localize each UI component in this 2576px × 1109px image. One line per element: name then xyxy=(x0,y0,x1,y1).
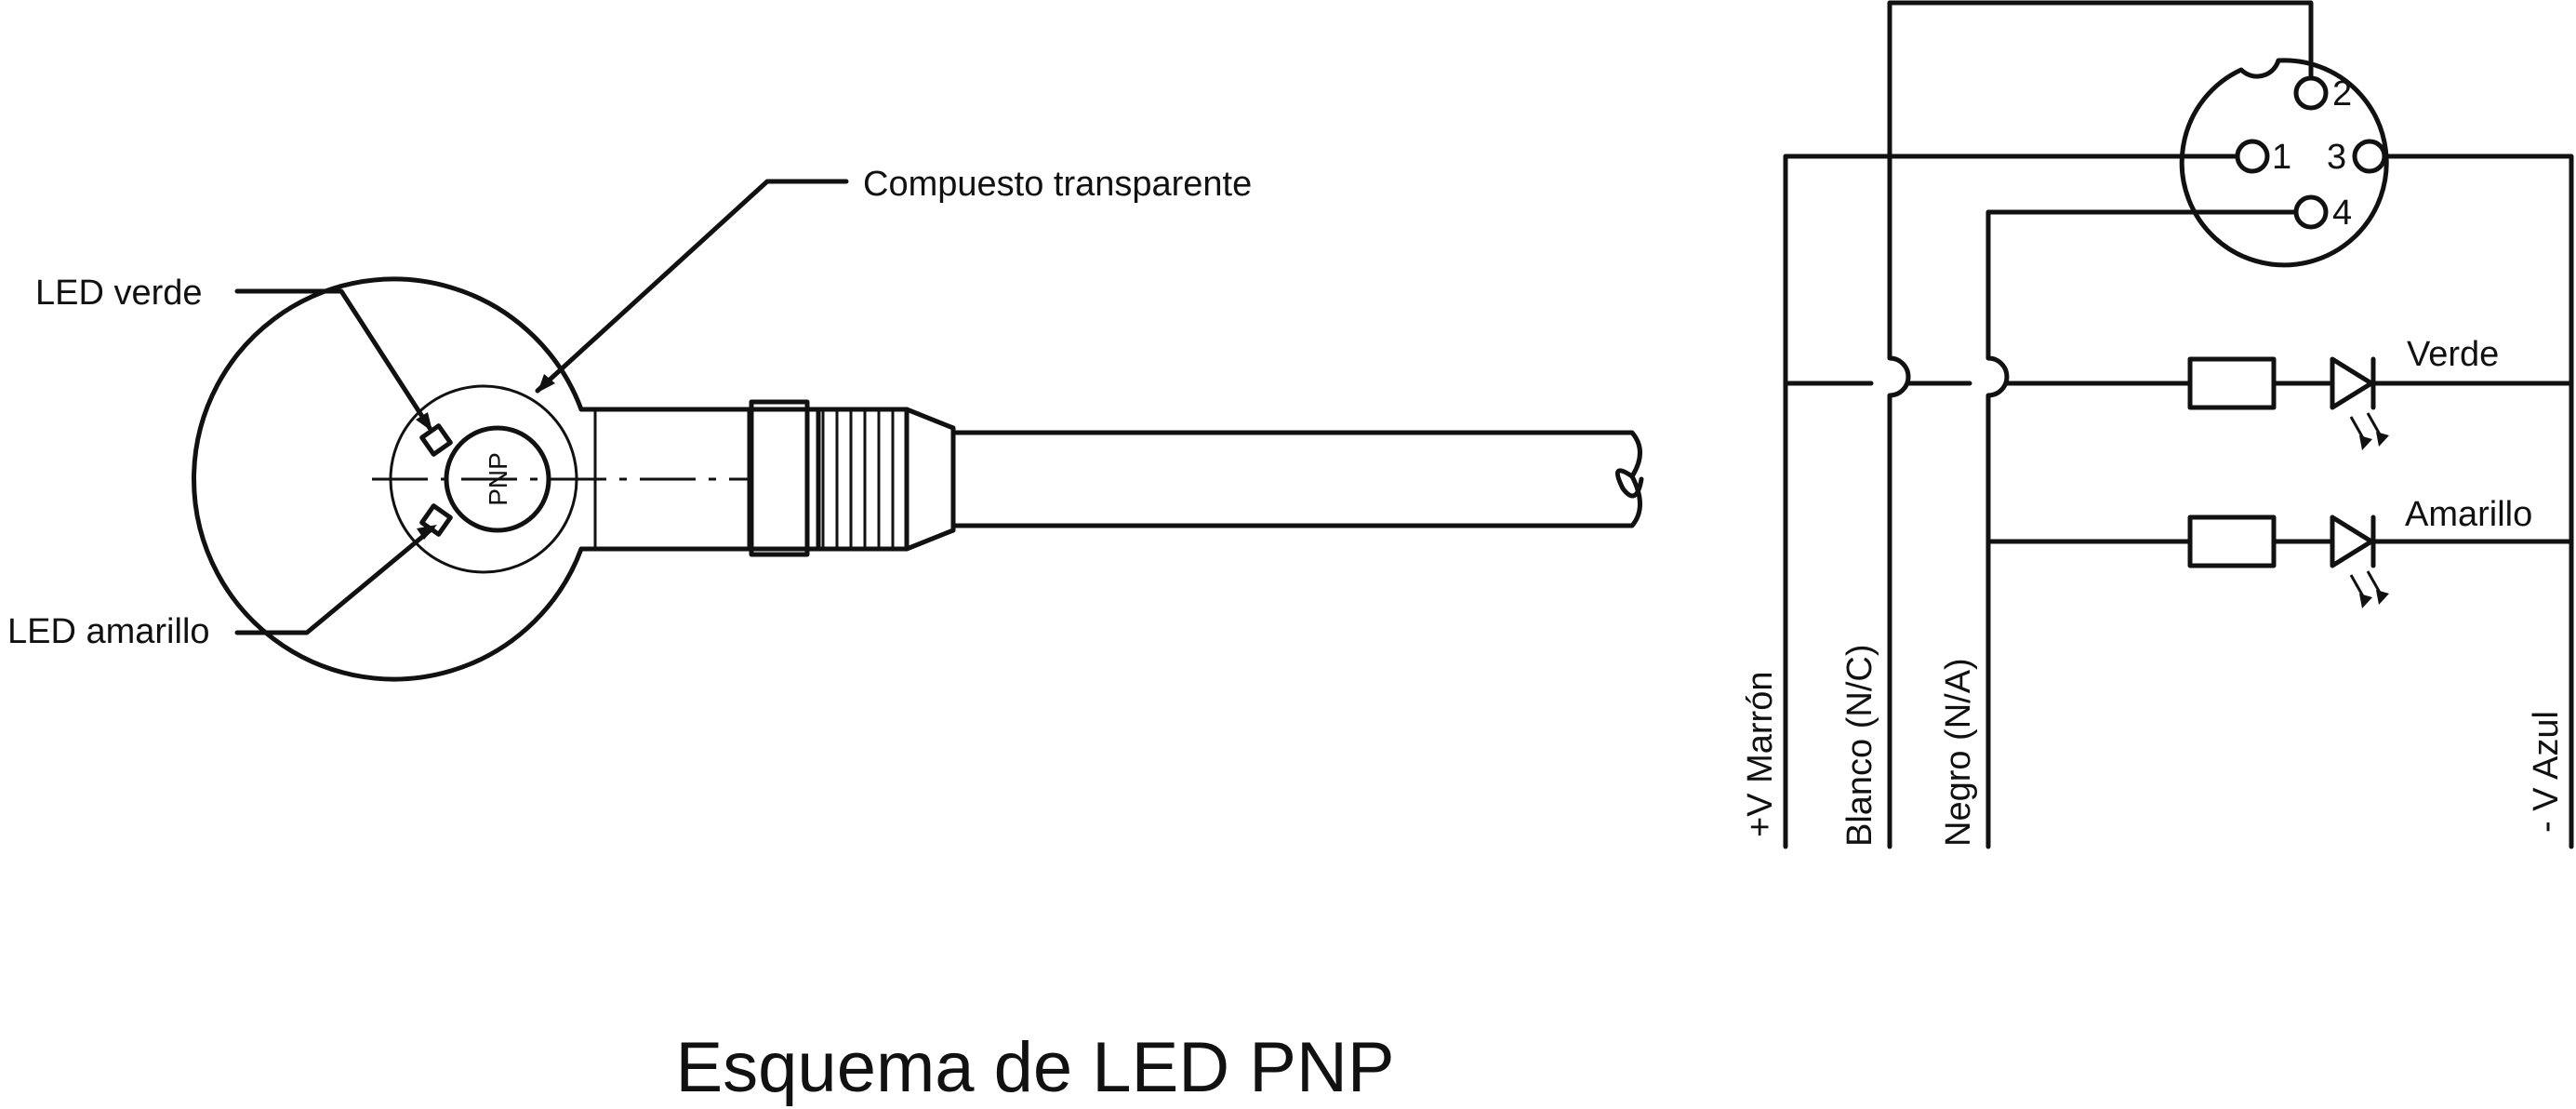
wire-black xyxy=(1985,209,2299,849)
wiring-schematic: 2 1 3 4 Verde xyxy=(1741,0,2574,849)
leader-yellow-led xyxy=(234,526,435,635)
green-led-window xyxy=(419,423,453,457)
sensor-head xyxy=(192,276,584,682)
cable-break xyxy=(1614,468,1644,499)
label-yellow-led: LED amarillo xyxy=(7,612,210,651)
cable-strain-relief xyxy=(904,407,956,552)
wire-blue xyxy=(2382,154,2574,849)
leader-green-led xyxy=(234,288,432,431)
sensor-drawing: PNP Compuesto t xyxy=(7,165,1644,682)
pin-label-2: 2 xyxy=(2332,74,2352,114)
pin-label-3: 3 xyxy=(2327,138,2346,177)
yellow-led-emission xyxy=(2349,570,2389,608)
cable xyxy=(950,430,1642,528)
threaded-nut xyxy=(804,407,910,552)
connector-pin-3 xyxy=(2352,139,2387,174)
green-led-diode xyxy=(2330,356,2374,410)
wire-label-brown: +V Marrón xyxy=(1741,672,1780,837)
leader-compound-arrow xyxy=(538,374,555,393)
leader-compound xyxy=(535,179,849,394)
pin-label-4: 4 xyxy=(2332,194,2352,233)
connector-pin-2 xyxy=(2293,75,2329,111)
nut-flange xyxy=(749,399,810,557)
wire-label-black: Negro (N/A) xyxy=(1939,658,1978,847)
label-green-led: LED verde xyxy=(35,274,203,313)
wire-brown xyxy=(1783,154,2240,849)
label-verde: Verde xyxy=(2407,335,2499,374)
green-resistor xyxy=(2187,356,2277,410)
yellow-resistor xyxy=(2187,514,2277,568)
leader-yellow-led-arrow xyxy=(417,525,437,540)
connector-outline xyxy=(2179,58,2389,268)
wire-label-blue: - V Azul xyxy=(2527,711,2566,833)
wire-label-white: Blanco (N/C) xyxy=(1840,645,1879,848)
wire-white xyxy=(1887,0,2314,849)
sensor-body xyxy=(578,407,821,552)
diagram-title: Esquema de LED PNP xyxy=(675,1028,1394,1107)
connector-pin-4 xyxy=(2293,194,2329,230)
label-transparent-compound: Compuesto transparente xyxy=(863,165,1252,204)
pin-label-1: 1 xyxy=(2272,138,2291,177)
connector-pin-1 xyxy=(2235,139,2270,174)
yellow-led-diode xyxy=(2330,514,2374,568)
green-led-emission xyxy=(2349,412,2389,450)
label-amarillo: Amarillo xyxy=(2405,495,2532,534)
leader-green-led-arrow xyxy=(416,412,432,432)
